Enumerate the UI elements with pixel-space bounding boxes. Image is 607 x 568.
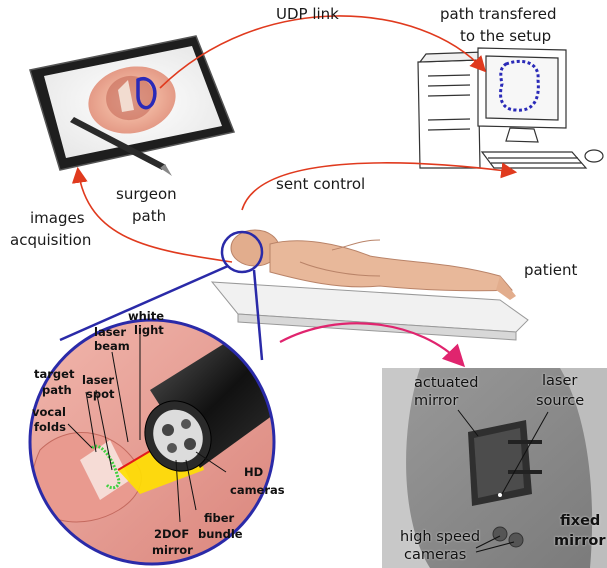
target-path-label-1: target <box>34 368 74 380</box>
computer-icon <box>418 48 603 168</box>
mirror-2dof-label-2: mirror <box>152 544 193 556</box>
udp-link-label: UDP link <box>276 6 339 23</box>
vocal-folds-label-2: folds <box>34 421 66 433</box>
hd-cameras-label-1: HD <box>244 466 263 478</box>
surgeon-label: surgeon <box>116 186 177 203</box>
laser-source-label-1: laser <box>542 374 577 389</box>
white-light-label-1: white <box>128 310 164 322</box>
tablet-icon <box>30 36 234 176</box>
fixed-mirror-label-1: fixed <box>560 514 600 529</box>
to-the-setup-label: to the setup <box>460 28 551 45</box>
target-path-label-2: path <box>42 384 72 396</box>
laser-spot-label-1: laser <box>82 374 114 386</box>
fiber-bundle-label-1: fiber <box>204 512 234 524</box>
fiber-bundle-label-2: bundle <box>198 528 243 540</box>
acquisition-label: acquisition <box>10 232 91 249</box>
images-label: images <box>30 210 85 227</box>
vocal-folds-label-1: vocal <box>32 406 66 418</box>
hd-cameras-label-2: cameras <box>230 484 285 496</box>
fixed-mirror-label-2: mirror <box>554 534 606 549</box>
laser-beam-label-1: laser <box>94 326 126 338</box>
mirror-2dof-label-1: 2DOF <box>154 528 189 540</box>
actuated-mirror-label-1: actuated <box>414 376 478 391</box>
high-speed-cameras-label-1: high speed <box>400 530 480 545</box>
sent-control-label: sent control <box>276 176 365 193</box>
high-speed-cameras-label-2: cameras <box>404 548 466 563</box>
laser-source-label-2: source <box>536 394 584 409</box>
path-transfered-label: path transfered <box>440 6 557 23</box>
white-light-label-2: light <box>134 324 164 336</box>
path-label: path <box>132 208 166 225</box>
laser-spot-label-2: spot <box>86 388 114 400</box>
laser-beam-label-2: beam <box>94 340 130 352</box>
actuated-mirror-label-2: mirror <box>414 394 458 409</box>
patient-label: patient <box>524 262 577 279</box>
